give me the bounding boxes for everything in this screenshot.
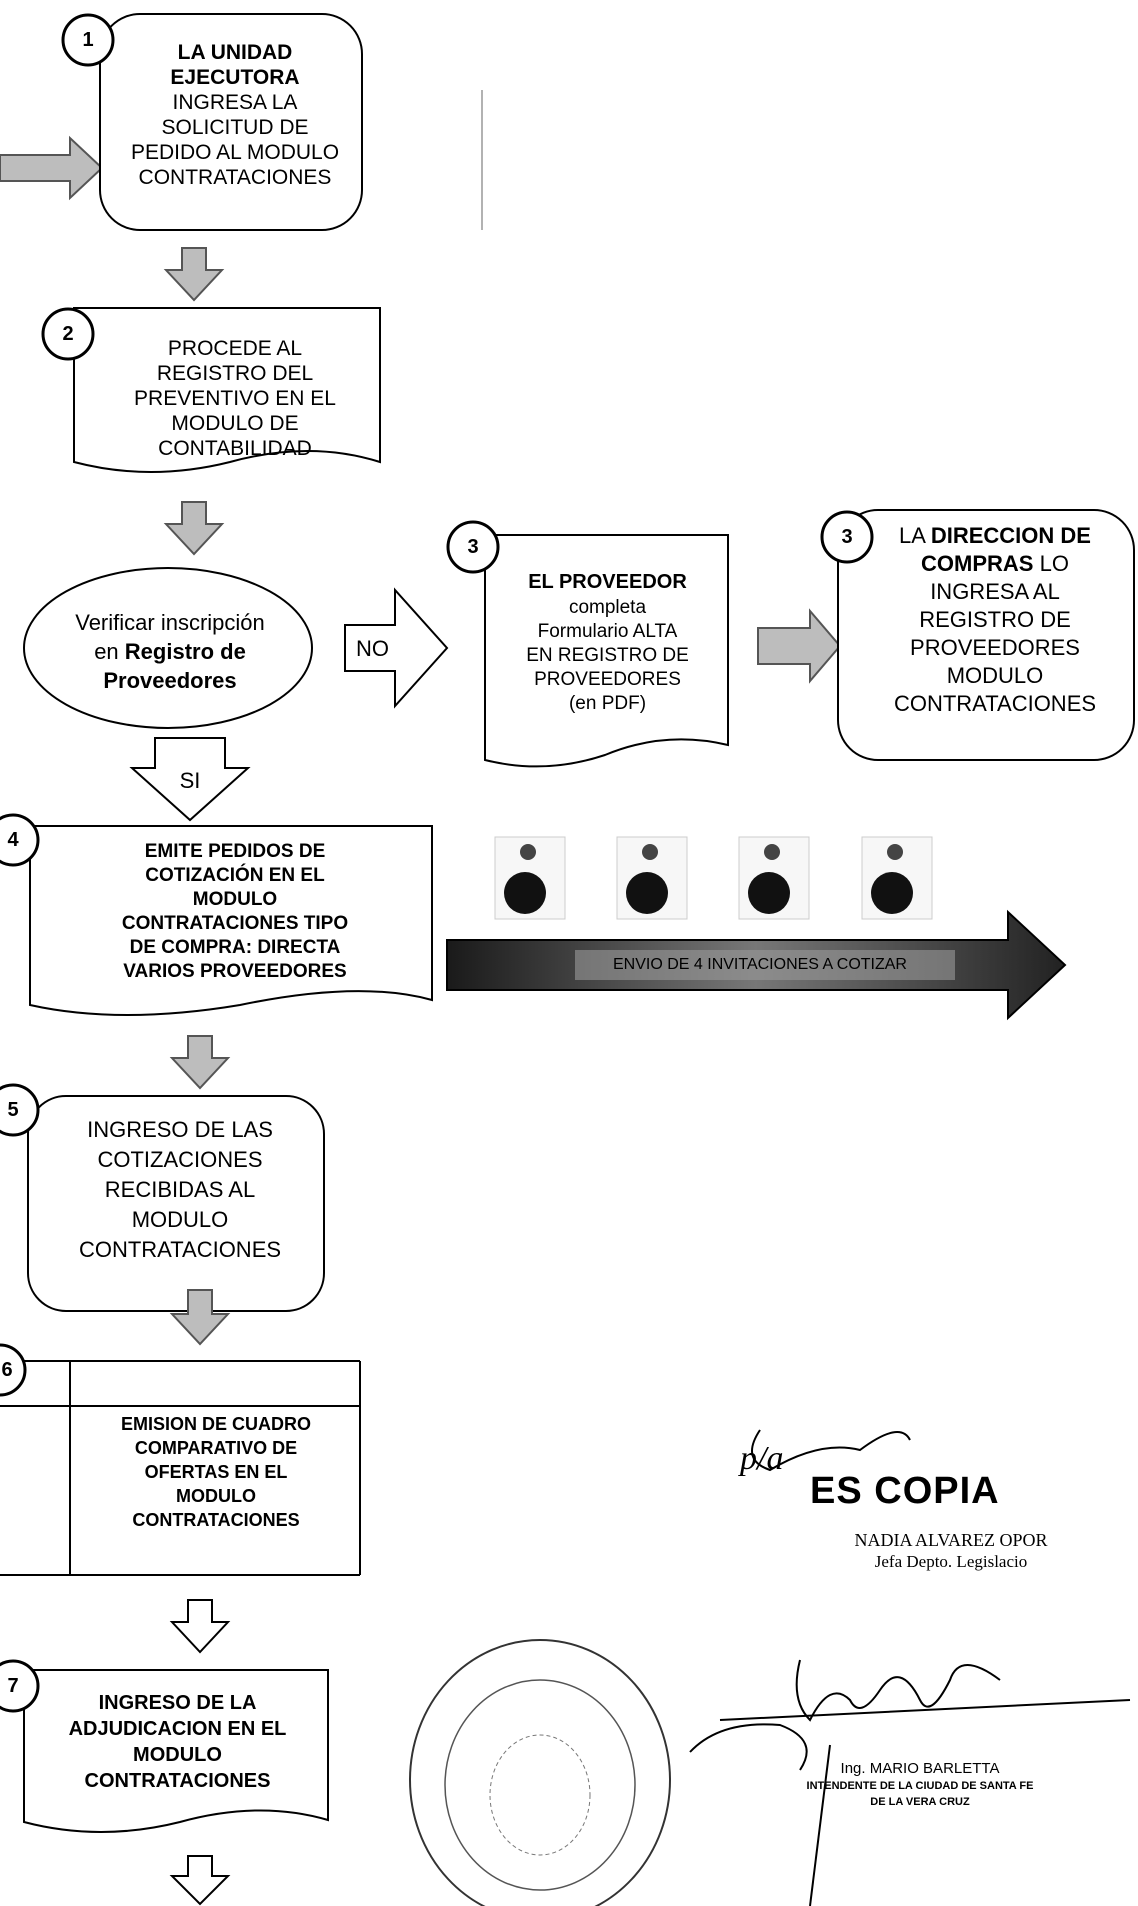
step1-number: 1 [82,29,94,51]
step1-text: LA UNIDAD EJECUTORA INGRESA LA SOLICITUD… [130,41,340,189]
signature-image [689,1429,1131,1906]
step3a-number: 3 [467,536,479,558]
down-arrow-5 [169,1289,231,1346]
down-arrow-6 [169,1599,231,1654]
step6-text: EMISION DE CUADRO COMPARATIVO DE OFERTAS… [120,1414,311,1530]
step4-text: EMITE PEDIDOS DE COTIZACIÓN EN EL MODULO… [121,841,349,982]
step4-doc [29,825,433,1016]
step6-number: 6 [1,1359,13,1381]
step4-number: 4 [7,829,19,851]
step5-box [27,1095,325,1312]
person-icon-4 [861,836,933,920]
person-icon-1 [494,836,566,920]
handwritten-pa: p/a [740,1440,784,1477]
step7-text: INGRESO DE LA ADJUDICACION EN EL MODULO … [68,1692,287,1792]
down-arrow-7 [169,1855,231,1906]
step3a-doc [484,534,729,768]
stamp-role: Jefa Depto. Legislacio [874,1552,1028,1571]
es-copia-stamp: ES COPIA [810,1470,1000,1512]
step3b-number: 3 [841,526,853,548]
si-arrow [129,737,251,822]
step2-doc [73,307,381,473]
step2-number: 2 [62,323,74,345]
no-arrow [344,587,449,709]
no-label: NO [356,636,389,661]
si-label: SI [179,768,201,793]
step3a-text: EL PROVEEDOR completa Formulario ALTA EN… [526,571,689,714]
down-arrow-1 [163,247,225,302]
signature-title2: DE LA VERA CRUZ [870,1796,970,1808]
down-arrow-4 [169,1035,231,1090]
person-icon-3 [738,836,810,920]
entry-arrow [0,135,104,201]
envio-label: ENVIO DE 4 INVITACIONES A COTIZAR [613,956,907,973]
verify-text: Verificar inscripción en Registro de Pro… [75,610,265,693]
step3b-text: LA DIRECCION DE COMPRAS LO INGRESA AL RE… [893,523,1097,716]
step1-box [99,13,363,231]
step-badges [0,13,874,1713]
signature-title1: INTENDENTE DE LA CIUDAD DE SANTA FE [806,1780,1034,1792]
seal-image [409,1639,671,1906]
stamp-name: NADIA ALVAREZ OPOR [854,1530,1048,1550]
step3b-box [837,509,1135,761]
step5-number: 5 [7,1099,19,1121]
right-arrow-3 [757,608,842,684]
signature-name: Ing. MARIO BARLETTA [840,1760,1000,1777]
verify-ellipse [23,567,313,729]
step2-text: PROCEDE AL REGISTRO DEL PREVENTIVO EN EL… [134,337,336,460]
step6-table [0,1360,361,1576]
step5-text: INGRESO DE LAS COTIZACIONES RECIBIDAS AL… [78,1117,282,1262]
step7-doc [23,1669,329,1833]
down-arrow-2 [163,501,225,556]
person-icon-2 [616,836,688,920]
step7-number: 7 [7,1675,19,1697]
